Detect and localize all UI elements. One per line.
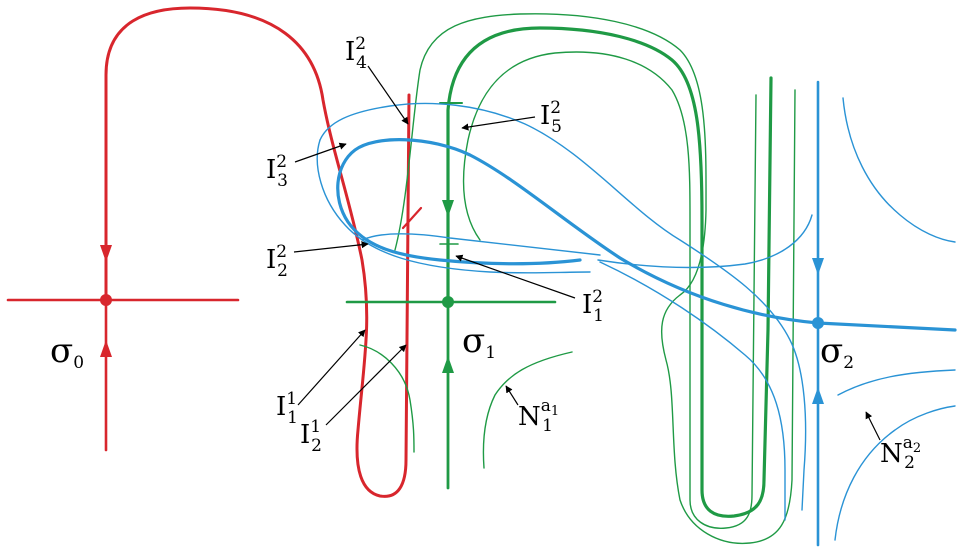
green-corner-orbit-left <box>359 344 415 453</box>
pointer-arrows <box>293 65 881 441</box>
pointer-I1-2 <box>455 254 576 299</box>
blue-corner-orbit-bottomright <box>834 405 956 541</box>
green-inner-orbit <box>462 51 757 529</box>
red-tick-mark <box>401 206 423 230</box>
pointer-I2-1 <box>325 344 407 426</box>
sigma2-arrow-up <box>812 387 824 404</box>
blue-inner-orbit-2 <box>597 214 813 269</box>
blue-orbit-right-inner <box>599 261 786 521</box>
blue-inner-orbit <box>361 233 601 256</box>
pointer-N1 <box>505 385 519 406</box>
pointer-I1-1 <box>297 329 366 406</box>
sigma2-unstable-separatrix <box>336 138 957 332</box>
sigma2-saddle-point <box>812 317 824 329</box>
sigma2-arrow-down <box>812 258 824 275</box>
pointer-I3-2 <box>294 142 347 163</box>
sigma1-saddle-point <box>442 296 454 308</box>
pointer-I5-2 <box>461 116 536 131</box>
blue-separatrix-group <box>316 80 957 547</box>
sigma0-arrow-down <box>100 245 112 262</box>
pointer-I2-2 <box>293 241 369 253</box>
green-separatrix-group <box>345 13 796 545</box>
blue-outer-orbit-lower <box>316 139 591 274</box>
sigma1-upper-separatrix-loop <box>446 26 773 518</box>
sigma0-label: σ0 <box>50 331 84 373</box>
sigma0-arrow-up <box>100 340 112 357</box>
green-outer-orbit <box>394 13 796 545</box>
sigma2-label: σ2 <box>820 331 854 373</box>
pointer-I4-2 <box>367 65 409 125</box>
sigma1-label: σ1 <box>462 321 496 363</box>
green-corner-orbit-right <box>482 351 573 469</box>
sigma0-saddle-point <box>100 294 112 306</box>
blue-corner-orbit-topright <box>842 97 956 243</box>
sigma0-unstable-loop <box>104 6 411 498</box>
red-separatrix-group <box>6 6 423 498</box>
blue-outer-orbit <box>319 102 807 511</box>
pointer-N2 <box>865 411 881 441</box>
sigma1-arrow-down <box>442 200 454 217</box>
blue-corner-orbit-midright <box>837 369 956 396</box>
sigma1-arrow-up <box>442 356 454 373</box>
